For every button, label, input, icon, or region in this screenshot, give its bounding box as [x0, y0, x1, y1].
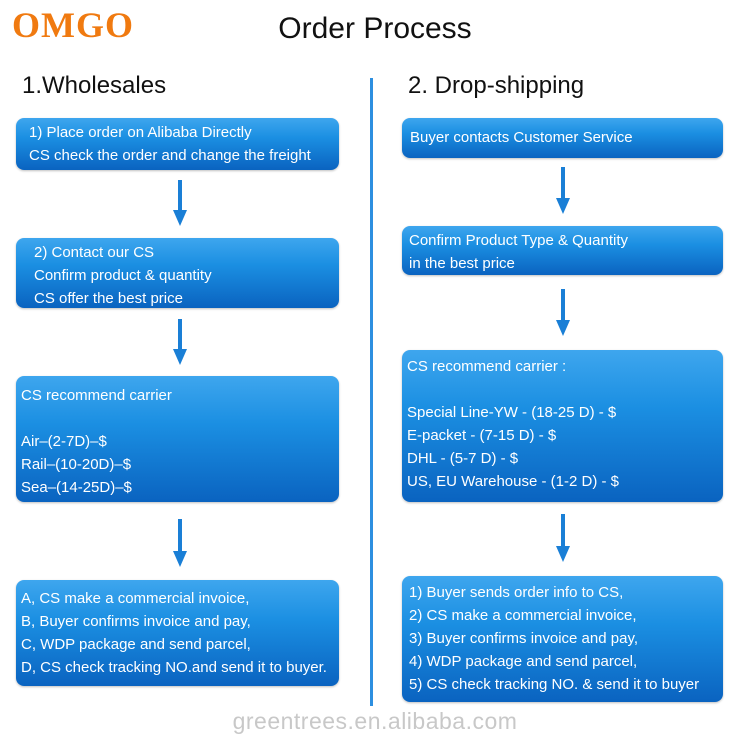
down-arrow-icon: [173, 319, 187, 365]
step-line: E-packet - (7-15 D) - $: [407, 427, 557, 444]
step-line: C, WDP package and send parcel,: [21, 636, 251, 653]
wholesales-title: 1.Wholesales: [22, 72, 167, 99]
step-line: in the best price: [409, 255, 515, 272]
down-arrow-icon: [173, 519, 187, 567]
step-line: Confirm Product Type & Quantity: [409, 232, 628, 249]
step-line: Sea–(14-25D)–$: [21, 479, 132, 496]
page-title: Order Process: [278, 12, 472, 45]
step-line: B, Buyer confirms invoice and pay,: [21, 613, 251, 630]
down-arrow-icon: [556, 167, 570, 214]
step-blank-line: [21, 407, 333, 430]
step-line: Air–(2-7D)–$: [21, 433, 107, 450]
dropship-step-2: Confirm Product Type & Quantity in the b…: [402, 226, 723, 275]
column-divider: [370, 78, 373, 706]
step-line: CS recommend carrier: [21, 387, 172, 404]
step-line: Confirm product & quantity: [34, 267, 212, 284]
step-line: A, CS make a commercial invoice,: [21, 590, 250, 607]
dropship-step-1: Buyer contacts Customer Service: [402, 118, 723, 158]
down-arrow-icon: [556, 289, 570, 336]
step-line: CS check the order and change the freigh…: [29, 147, 311, 164]
watermark: greentrees.en.alibaba.com: [232, 708, 518, 734]
wholesale-step-2: 2) Contact our CS Confirm product & quan…: [16, 238, 339, 308]
step-line: 1) Buyer sends order info to CS,: [409, 584, 624, 601]
step-line: CS offer the best price: [34, 290, 183, 307]
company-logo: OMGO: [12, 5, 134, 45]
step-line: US, EU Warehouse - (1-2 D) - $: [407, 473, 619, 490]
step-line: D, CS check tracking NO.and send it to b…: [21, 659, 327, 676]
wholesale-step-1: 1) Place order on Alibaba Directly CS ch…: [16, 118, 339, 170]
step-line: 1) Place order on Alibaba Directly: [29, 124, 252, 141]
step-line: 2) Contact our CS: [34, 244, 155, 261]
step-line: Buyer contacts Customer Service: [410, 129, 633, 146]
down-arrow-icon: [173, 180, 187, 226]
step-line: 3) Buyer confirms invoice and pay,: [409, 630, 638, 647]
step-line: 4) WDP package and send parcel,: [409, 653, 638, 670]
step-line: CS recommend carrier :: [407, 358, 567, 375]
step-line: Special Line-YW - (18-25 D) - $: [407, 404, 617, 421]
wholesale-step-3: CS recommend carrier Air–(2-7D)–$ Rail–(…: [16, 376, 339, 502]
step-line: 2) CS make a commercial invoice,: [409, 607, 637, 624]
dropshipping-title: 2. Drop-shipping: [408, 72, 585, 99]
step-line: 5) CS check tracking NO. & send it to bu…: [409, 676, 700, 693]
dropship-step-4: 1) Buyer sends order info to CS, 2) CS m…: [402, 576, 723, 702]
step-line: DHL - (5-7 D) - $: [407, 450, 519, 467]
step-line: Rail–(10-20D)–$: [21, 456, 132, 473]
wholesale-step-4: A, CS make a commercial invoice, B, Buye…: [16, 580, 339, 686]
dropship-step-3: CS recommend carrier : Special Line-YW -…: [402, 350, 723, 502]
step-blank-line: [407, 378, 717, 401]
down-arrow-icon: [556, 514, 570, 562]
